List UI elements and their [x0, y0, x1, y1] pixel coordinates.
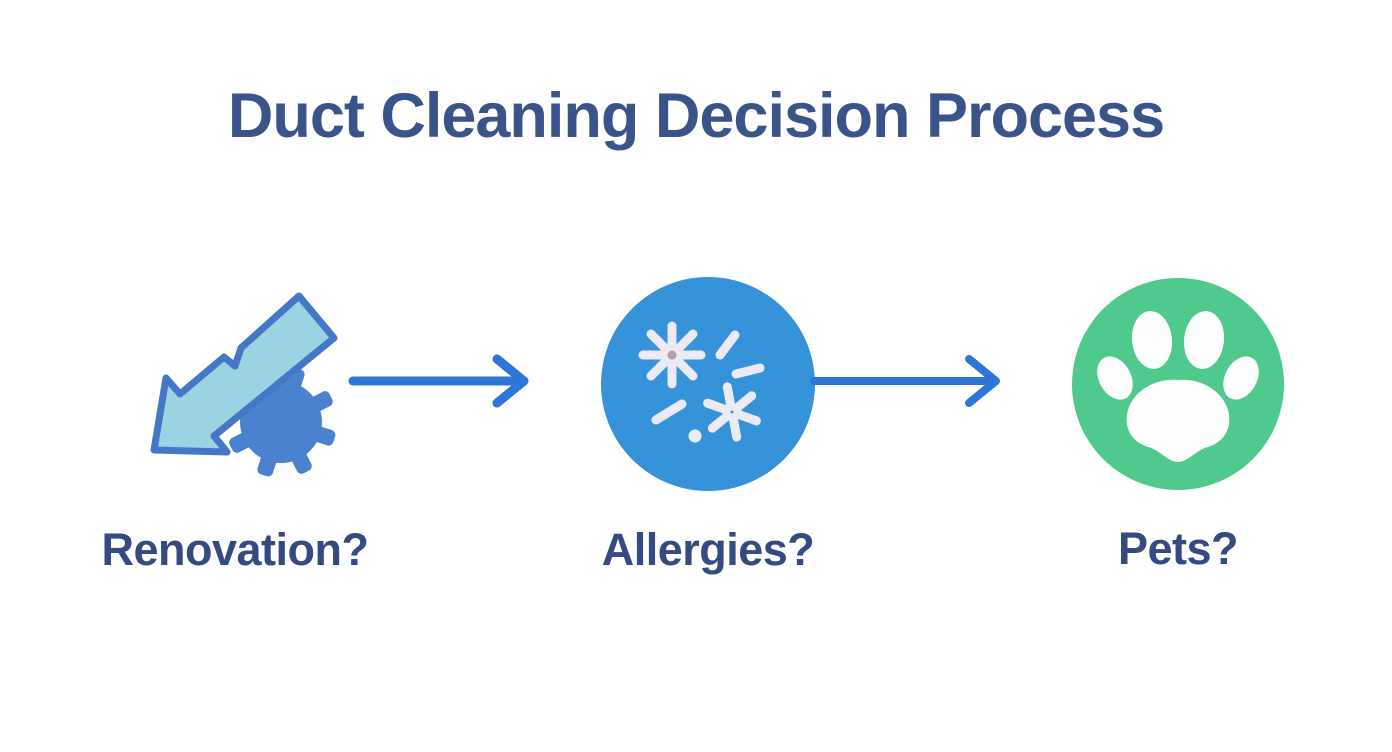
snowflake-8-icon	[638, 321, 706, 389]
step-renovation: Renovation?	[50, 282, 420, 576]
particle-dot-icon	[688, 429, 702, 443]
tool-blade	[150, 292, 338, 456]
step-allergies: Allergies?	[523, 276, 893, 576]
particle-dash-icon	[715, 330, 740, 360]
step-label-allergies: Allergies?	[601, 524, 815, 575]
paw-pad	[1126, 379, 1230, 462]
allergies-circle	[601, 277, 815, 491]
step-label-pets: Pets?	[1117, 523, 1239, 574]
step-label-renovation: Renovation?	[101, 524, 369, 575]
flow-arrow-2-icon	[810, 355, 1000, 407]
page-title: Duct Cleaning Decision Process	[227, 81, 1165, 151]
allergens-icon	[601, 277, 815, 491]
step-pets: Pets?	[993, 277, 1363, 575]
flow-arrow-1-icon	[348, 354, 529, 408]
paw-print-icon	[1072, 278, 1284, 490]
renovation-tool-icon	[150, 292, 338, 477]
particle-dash-icon	[731, 363, 765, 379]
particle-dash-icon	[651, 399, 687, 425]
snowflake-6-icon	[703, 382, 761, 442]
